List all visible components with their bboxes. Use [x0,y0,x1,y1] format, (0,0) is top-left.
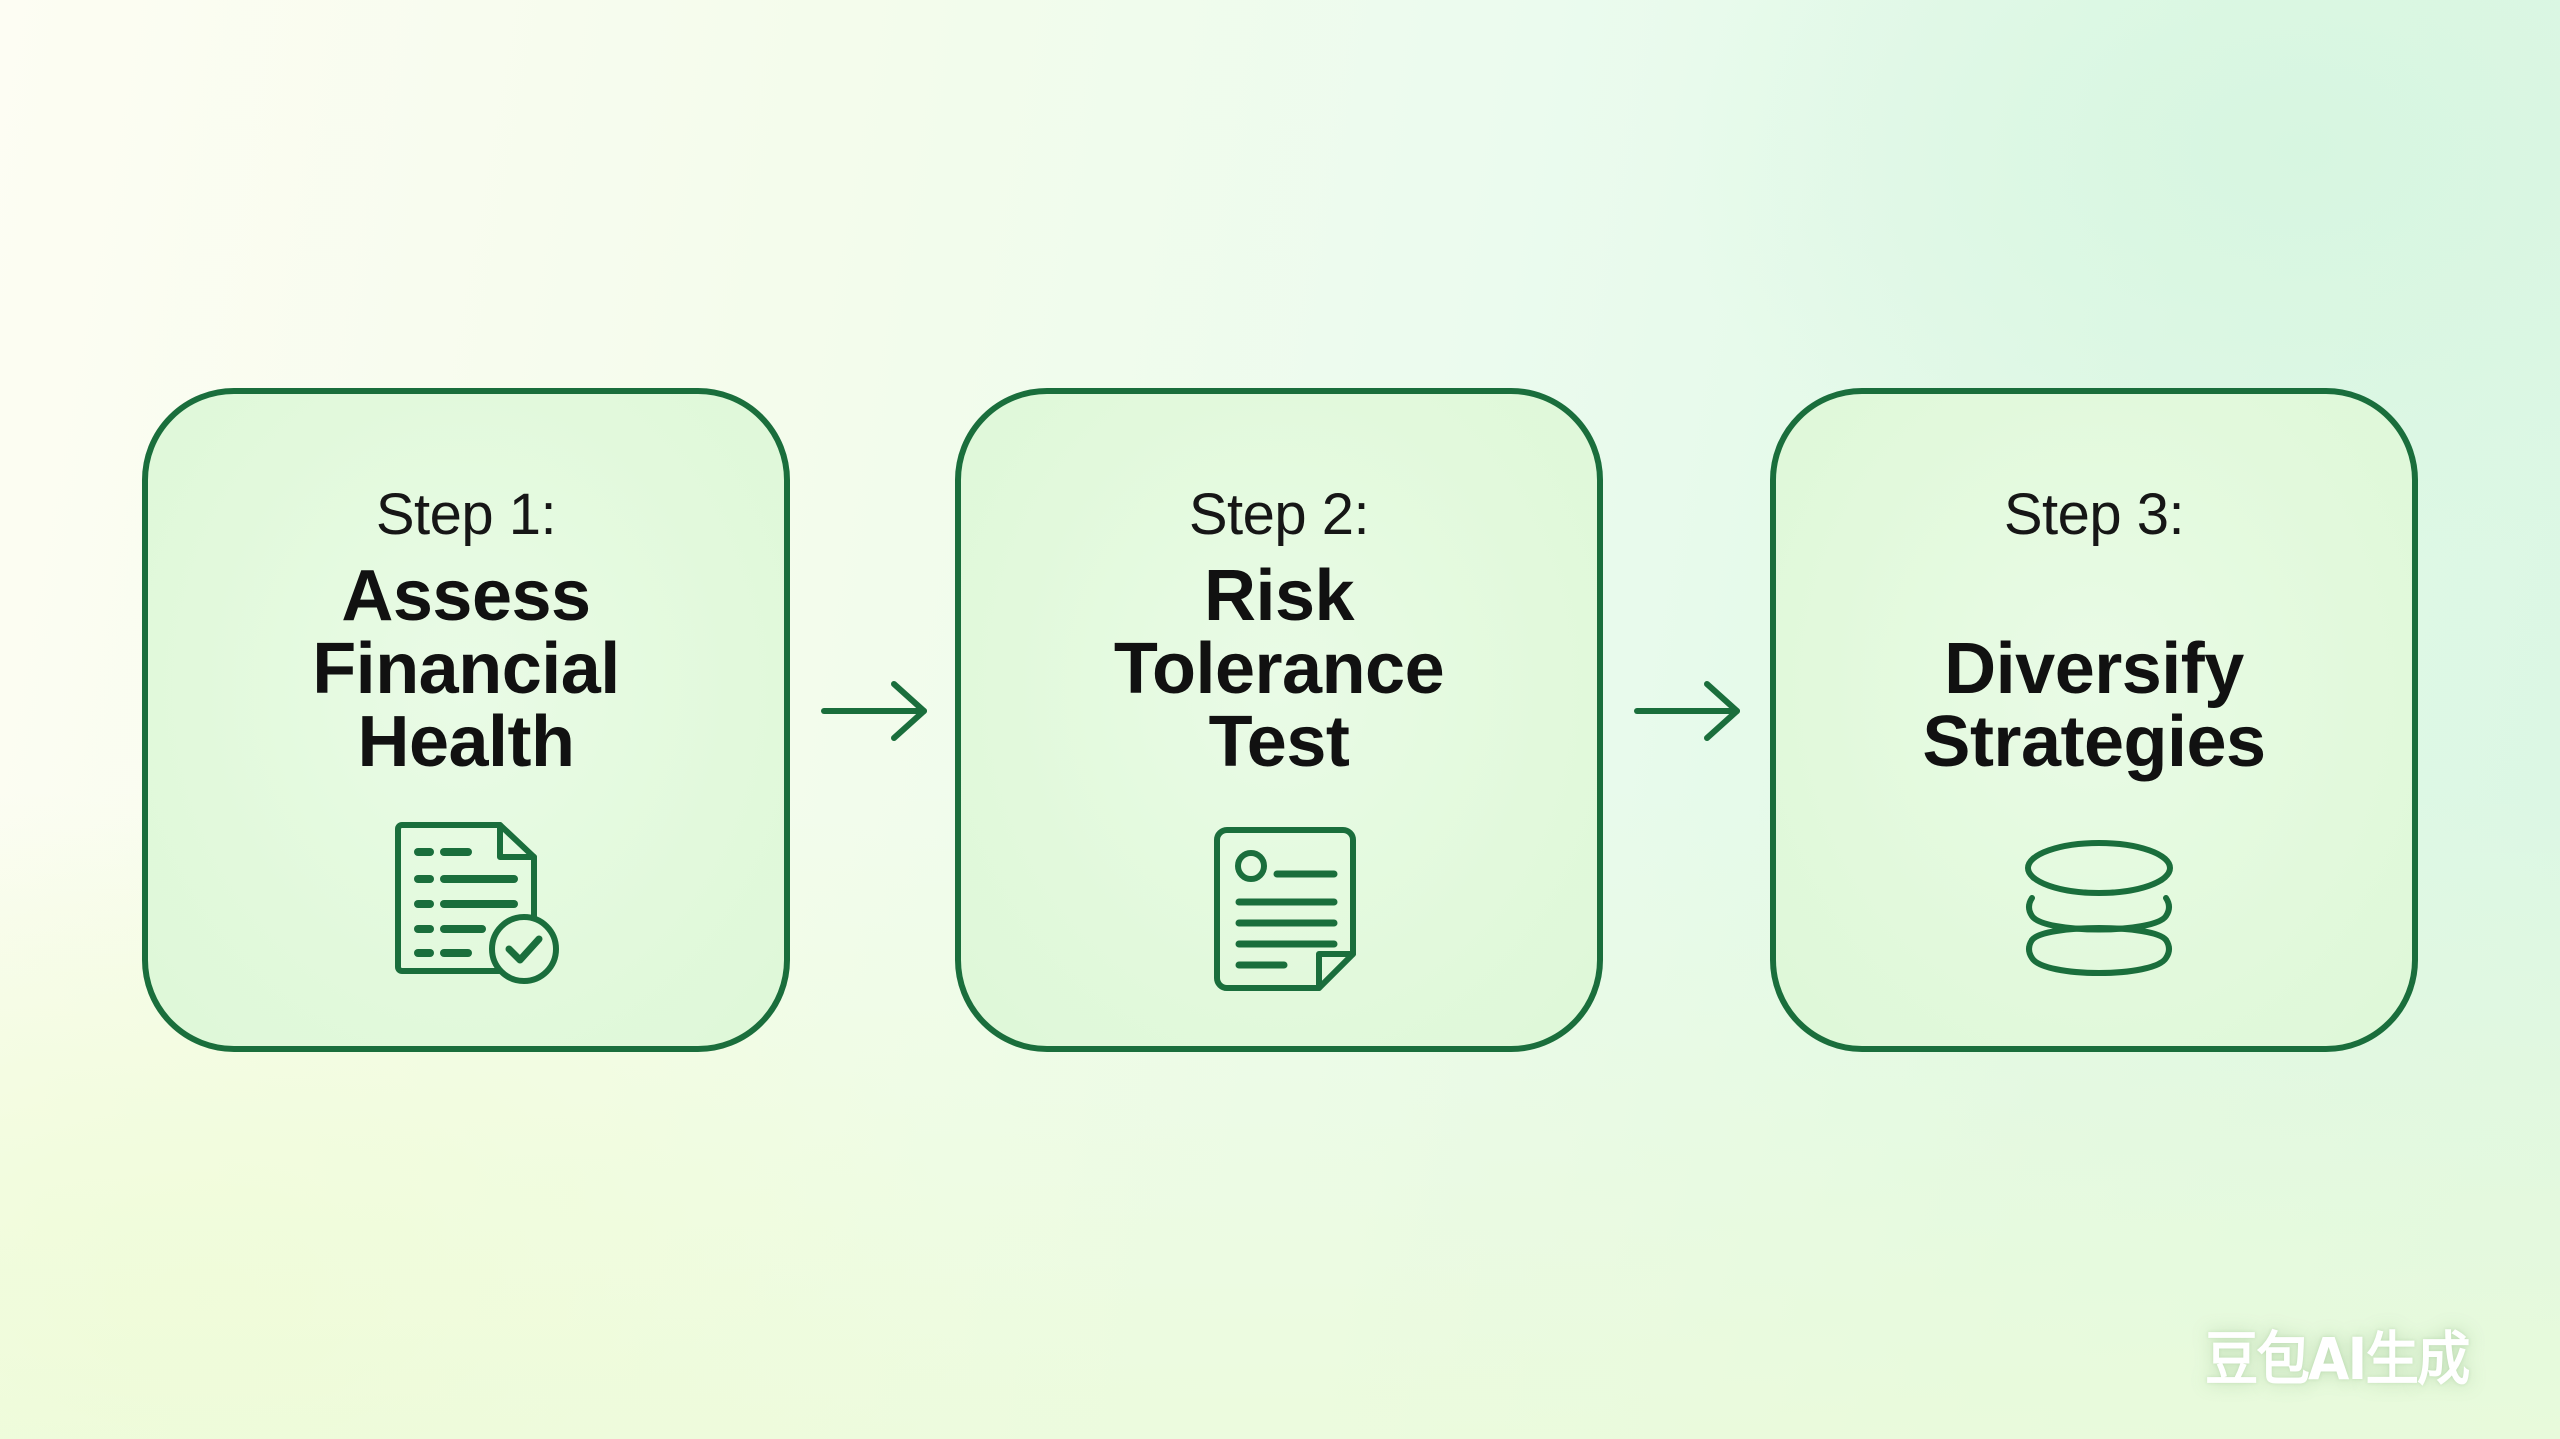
coin-stack-icon [2024,838,2174,988]
step-title-line: Tolerance [1113,629,1445,709]
form-document-icon [1211,824,1361,994]
step-card-2: Step 2: Risk Tolerance Test [955,388,1603,1052]
arrow-right-icon [1633,680,1743,747]
step-title: Risk Tolerance Test [961,560,1597,779]
step-title: Assess Financial Health [148,560,784,779]
step-title-line: Risk [1203,556,1355,636]
step-title-line: Assess [341,556,591,636]
step-title-line: Diversify [1944,629,2244,709]
step-title-line: Strategies [1922,702,2266,782]
watermark: 豆包AI生成 [2205,1325,2470,1393]
step-title-line: Health [357,702,575,782]
step-title-line: Test [1208,702,1350,782]
step-title-line: Financial [312,629,620,709]
document-checkmark-icon [392,819,567,994]
step-card-1: Step 1: Assess Financial Health [142,388,790,1052]
step-card-3: Step 3: Diversify Strategies [1770,388,2418,1052]
step-label: Step 2: [1188,482,1370,547]
step-label: Step 1: [375,482,557,547]
step-label: Step 3: [2003,482,2185,547]
arrow-right-icon [820,680,930,747]
step-title: Diversify Strategies [1776,633,2412,779]
